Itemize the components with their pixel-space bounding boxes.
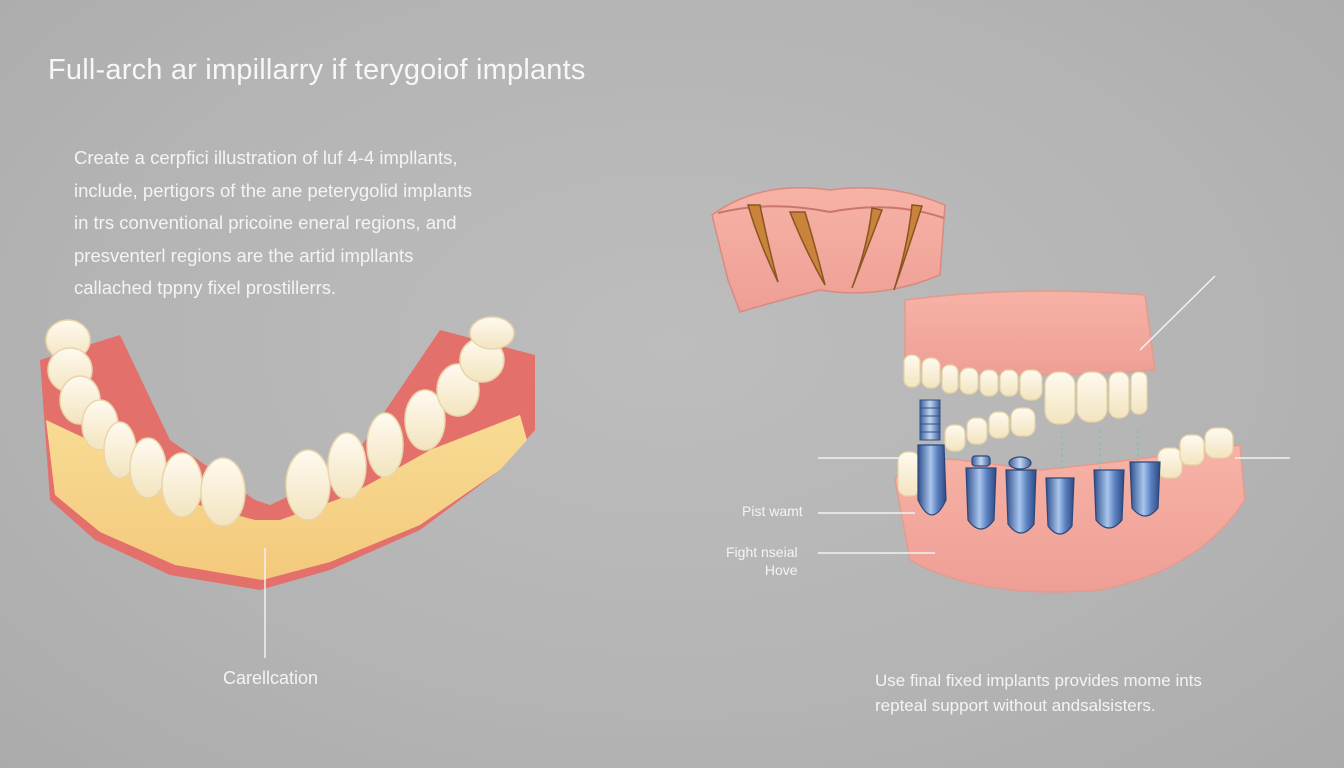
implant-guide-lines — [1061, 430, 1139, 470]
upper-gum-section — [711, 187, 946, 313]
intro-line: callached tppny fixel prostillerrs. — [74, 277, 337, 298]
footnote-line: Use final fixed implants provides mome i… — [875, 671, 1202, 690]
natural-roots — [747, 204, 923, 291]
lower-arch-illustration — [40, 316, 535, 658]
implant-row — [965, 455, 1161, 535]
diagram-title: Full-arch ar impillarry if terygoiof imp… — [48, 54, 586, 86]
intro-line: include, pertigors of the ane peterygoli… — [74, 179, 472, 201]
intro-line: Create a cerpfici illustration of luf 4-… — [74, 147, 458, 168]
intro-line: in trs conventional pricoine eneral regi… — [74, 212, 457, 233]
fight-label-line: Hove — [764, 562, 798, 578]
footnote-line: repteal support without andsalsisters. — [875, 696, 1156, 715]
posterior-implant — [917, 399, 947, 516]
arch-bone — [46, 415, 527, 580]
lower-jaw-with-implants — [818, 399, 1290, 593]
calcification-label: Carellcation — [223, 668, 319, 688]
intro-line: presventerl regions are the artid implla… — [74, 244, 414, 266]
prosthesis-teeth — [903, 354, 1148, 425]
arch-teeth — [45, 316, 515, 527]
prosthesis-leader-line — [1139, 275, 1216, 351]
lower-jaw-teeth — [897, 407, 1234, 497]
fight-label: Fight nseial Hove — [726, 543, 798, 579]
fight-label-line: Fight nseial — [726, 544, 798, 560]
fixed-prosthesis — [903, 275, 1216, 425]
post-want-label: Pist wamt — [742, 503, 803, 519]
footnote-paragraph: Use final fixed implants provides mome i… — [875, 668, 1295, 718]
intro-paragraph: Create a cerpfici illustration of luf 4-… — [74, 142, 594, 305]
prosthesis-gum — [904, 290, 1156, 376]
upper-gum-block — [711, 187, 946, 313]
